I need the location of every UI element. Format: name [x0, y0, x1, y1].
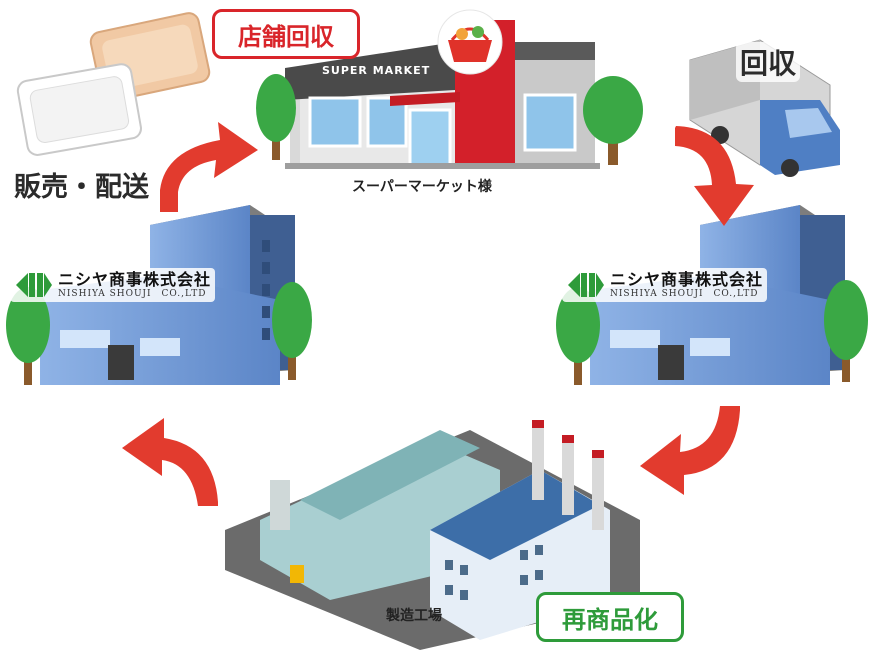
tree-icon [556, 280, 868, 385]
arrow-to-company-right [675, 126, 754, 226]
tree-icon [6, 282, 312, 385]
sales-delivery-label: 販売・配送 [14, 172, 149, 203]
shopping-basket-icon [437, 9, 503, 75]
collection-label: 回収 [736, 42, 801, 82]
company-name-jp: ニシヤ商事株式会社 [610, 269, 764, 289]
arrow-to-supermarket [160, 122, 258, 212]
company-label-right: ニシヤ商事株式会社 NISHIYA SHOUJI CO.,LTD [562, 268, 768, 302]
company-name-en: NISHIYA SHOUJI CO.,LTD [610, 288, 759, 299]
company-name-jp: ニシヤ商事株式会社 [58, 269, 212, 289]
arrow-to-company-left [122, 418, 218, 506]
cycle-arrows [122, 122, 754, 506]
factory-caption: 製造工場 [386, 608, 442, 624]
supermarket-building [285, 20, 600, 169]
company-name-en: NISHIYA SHOUJI CO.,LTD [58, 288, 207, 299]
company-logo-icon [16, 273, 52, 297]
supermarket-sign: SUPER MARKET [322, 64, 431, 77]
company-label-left: ニシヤ商事株式会社 NISHIYA SHOUJI CO.,LTD [10, 268, 216, 302]
arrow-to-factory [640, 406, 740, 495]
tree-icon [256, 74, 643, 165]
company-logo-icon [568, 273, 604, 297]
supermarket-caption: スーパーマーケット様 [352, 179, 492, 195]
food-tray-icons [16, 12, 211, 156]
store-collection-label: 店舗回収 [212, 9, 360, 59]
remanufacture-label: 再商品化 [536, 592, 684, 642]
